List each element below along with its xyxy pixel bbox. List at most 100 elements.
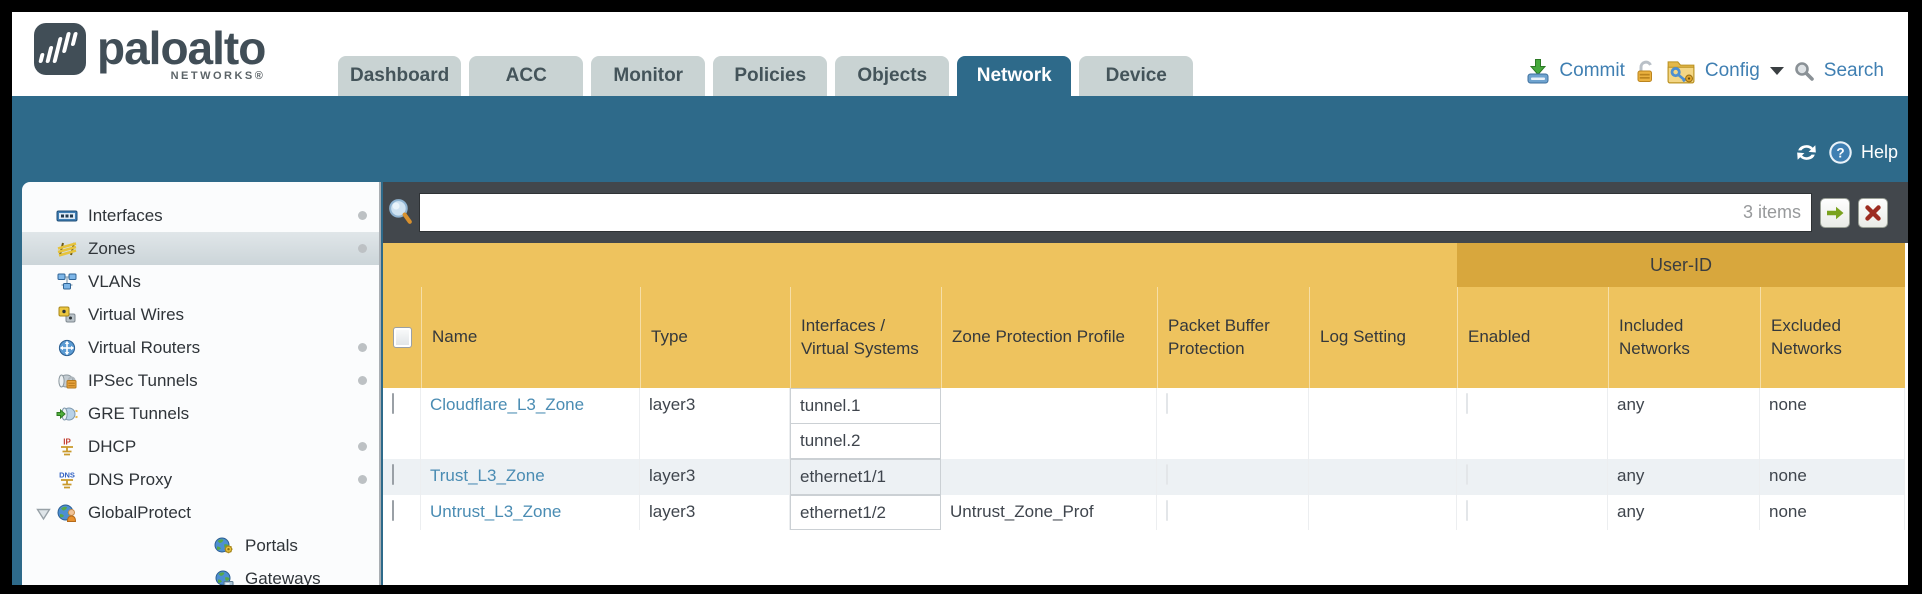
zone-name-link[interactable]: Untrust_L3_Zone — [430, 502, 562, 521]
expander-open-icon[interactable] — [36, 506, 51, 526]
tab-acc[interactable]: ACC — [469, 56, 584, 96]
config-icon[interactable] — [1666, 58, 1696, 84]
row-select-cell — [383, 388, 421, 459]
sidebar-item-gre-tunnels[interactable]: GRE Tunnels — [22, 397, 379, 430]
commit-icon[interactable] — [1526, 58, 1550, 85]
col-header-label: Name — [432, 327, 478, 347]
excluded-networks-cell: none — [1760, 495, 1905, 530]
sidebar-item-globalprotect[interactable]: GlobalProtect — [22, 496, 379, 529]
tab-dashboard[interactable]: Dashboard — [338, 56, 462, 96]
commit-button[interactable]: Commit — [1559, 60, 1625, 81]
sidebar-item-interfaces[interactable]: Interfaces — [22, 199, 379, 232]
clear-x-icon — [1864, 204, 1882, 222]
table-header: User-ID Name Type Interfaces / Virtual Sys… — [383, 243, 1905, 388]
sidebar-item-label: GlobalProtect — [88, 502, 191, 522]
row-checkbox[interactable] — [392, 464, 394, 485]
col-header-interfaces[interactable]: Interfaces / Virtual Systems — [790, 287, 941, 388]
subheader-tools: ? Help — [1793, 140, 1898, 165]
tab-policies[interactable]: Policies — [713, 56, 828, 96]
col-header-select[interactable] — [383, 287, 421, 388]
packet-buffer-protection-checkbox — [1166, 393, 1168, 414]
col-header-label: Included Networks — [1619, 316, 1690, 358]
zone-name-link[interactable]: Trust_L3_Zone — [430, 466, 545, 485]
tab-monitor[interactable]: Monitor — [591, 56, 706, 96]
help-button[interactable]: Help — [1860, 142, 1898, 162]
filter-input[interactable] — [420, 194, 1811, 231]
tab-device[interactable]: Device — [1079, 56, 1194, 96]
sidebar-item-gateways[interactable]: Gateways — [22, 562, 379, 585]
sidebar-item-label: Virtual Routers — [88, 337, 201, 357]
interface-item: ethernet1/2 — [790, 495, 941, 530]
sidebar-item-virtual-routers[interactable]: Virtual Routers — [22, 331, 379, 364]
config-dropdown-caret-icon[interactable] — [1769, 67, 1784, 75]
row-checkbox[interactable] — [392, 500, 394, 521]
zone-protection-profile-cell — [941, 459, 1157, 495]
col-header-zone_protection_profile[interactable]: Zone Protection Profile — [941, 287, 1157, 388]
col-header-label: Packet Buffer Protection — [1168, 316, 1270, 358]
col-header-label: Type — [651, 327, 688, 347]
col-header-log_setting[interactable]: Log Setting — [1309, 287, 1457, 388]
filter-bar: 3 items — [383, 182, 1908, 243]
zone-name-cell: Untrust_L3_Zone — [421, 495, 640, 530]
sidebar-item-label: Virtual Wires — [88, 304, 185, 324]
user-id-enabled-checkbox — [1466, 464, 1468, 485]
search-icon[interactable] — [1793, 60, 1815, 82]
globalprotect-icon — [55, 504, 79, 522]
tab-network[interactable]: Network — [957, 56, 1072, 96]
sidebar-item-portals[interactable]: Portals — [22, 529, 379, 562]
col-header-type[interactable]: Type — [640, 287, 790, 388]
sidebar-item-zones[interactable]: Zones — [22, 232, 379, 265]
interface-item: tunnel.2 — [790, 423, 941, 459]
included-networks-cell: any — [1608, 388, 1760, 459]
row-checkbox[interactable] — [392, 393, 394, 414]
col-header-packet_buffer_protection[interactable]: Packet Buffer Protection — [1157, 287, 1309, 388]
packet-buffer-protection-cell — [1157, 388, 1309, 459]
col-header-enabled[interactable]: Enabled — [1457, 287, 1608, 388]
included-networks-cell: any — [1608, 495, 1760, 530]
gre-tunnels-icon — [55, 406, 79, 422]
status-dot — [358, 244, 367, 253]
sidebar-item-label: Zones — [88, 238, 136, 258]
user-id-enabled-cell — [1457, 388, 1608, 459]
select-all-checkbox[interactable] — [392, 327, 412, 348]
zone-name-cell: Trust_L3_Zone — [421, 459, 640, 495]
sidebar-item-label: IPSec Tunnels — [88, 370, 198, 390]
col-header-included_networks[interactable]: Included Networks — [1608, 287, 1760, 388]
apply-filter-button[interactable] — [1820, 197, 1850, 228]
virtual-routers-icon — [55, 339, 79, 357]
zones-table: User-ID Name Type Interfaces / Virtual Sys… — [383, 243, 1905, 530]
user-id-group-header: User-ID — [1457, 243, 1905, 287]
col-header-name[interactable]: Name — [421, 287, 640, 388]
col-header-excluded_networks[interactable]: Excluded Networks — [1760, 287, 1905, 388]
zone-protection-profile-cell — [941, 388, 1157, 459]
tab-objects[interactable]: Objects — [835, 56, 950, 96]
search-button[interactable]: Search — [1823, 60, 1884, 81]
sidebar-item-virtual-wires[interactable]: Virtual Wires — [22, 298, 379, 331]
sidebar-item-label: DNS Proxy — [88, 469, 173, 489]
packet-buffer-protection-cell — [1157, 495, 1309, 530]
sidebar-item-vlans[interactable]: VLANs — [22, 265, 379, 298]
packet-buffer-protection-cell — [1157, 459, 1309, 495]
paloalto-logo-icon — [33, 20, 87, 78]
help-icon[interactable]: ? — [1828, 140, 1853, 165]
vlans-icon — [55, 273, 79, 290]
status-dot — [358, 442, 367, 451]
refresh-icon[interactable] — [1793, 141, 1820, 164]
config-button[interactable]: Config — [1704, 60, 1760, 81]
paloalto-logo: paloalto NETWORKS® — [33, 20, 266, 82]
zone-name-link[interactable]: Cloudflare_L3_Zone — [430, 395, 585, 414]
zones-icon — [55, 241, 79, 257]
clear-filter-button[interactable] — [1858, 197, 1888, 228]
sidebar-item-label: Interfaces — [88, 205, 163, 225]
gateways-icon — [212, 570, 236, 585]
lock-icon[interactable] — [1634, 59, 1657, 84]
sidebar-item-ipsec-tunnels[interactable]: IPSec Tunnels — [22, 364, 379, 397]
